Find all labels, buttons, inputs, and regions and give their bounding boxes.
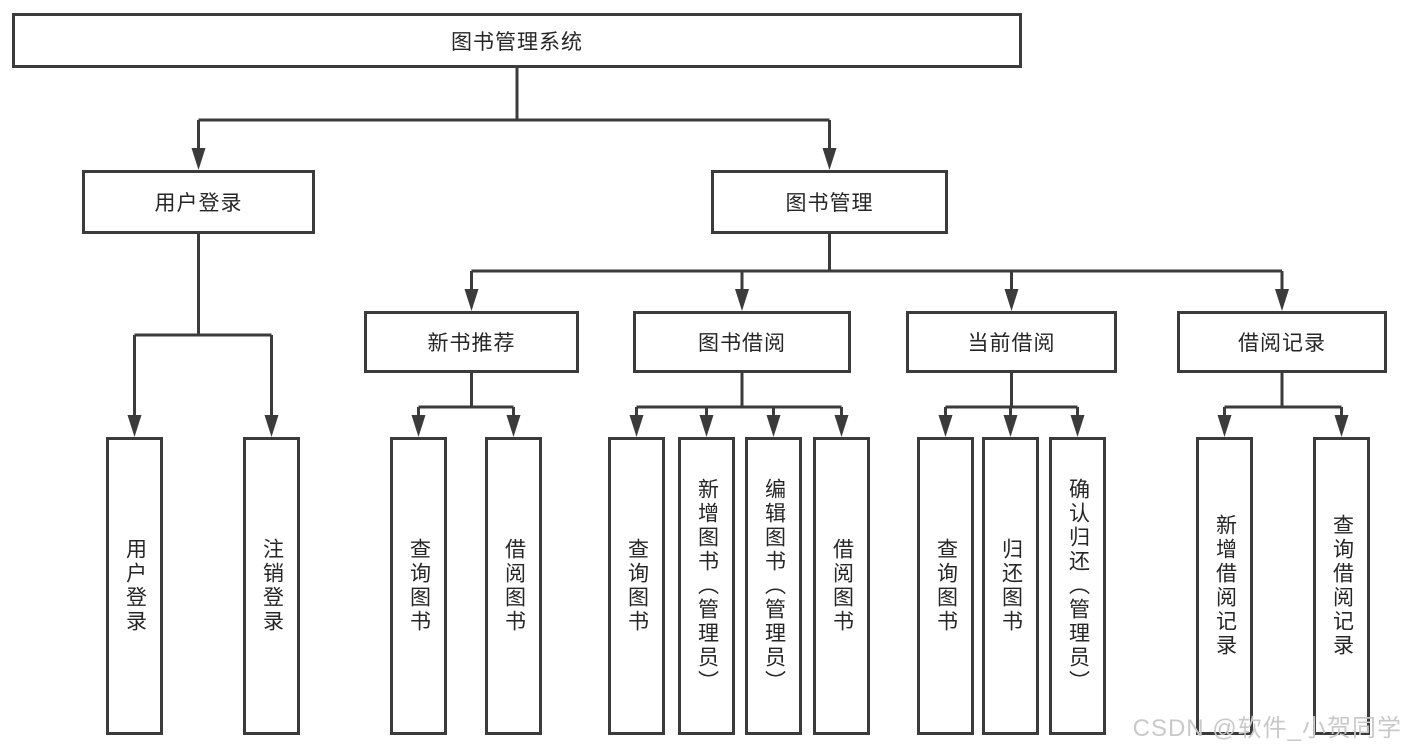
leaf-query-borrow-record: 查询借阅记录 bbox=[1313, 437, 1370, 735]
leaf-query-books-2: 查询图书 bbox=[608, 437, 665, 735]
leaf-user-login: 用户登录 bbox=[106, 437, 163, 735]
node-user-login: 用户登录 bbox=[82, 170, 315, 234]
leaf-query-books-3: 查询图书 bbox=[917, 437, 974, 735]
connector-trunk-lines bbox=[134, 68, 1342, 409]
leaf-return-book: 归还图书 bbox=[982, 437, 1039, 735]
leaf-add-borrow-record: 新增借阅记录 bbox=[1196, 437, 1253, 735]
node-borrow-records: 借阅记录 bbox=[1177, 311, 1387, 373]
node-current-borrowing: 当前借阅 bbox=[906, 311, 1117, 373]
connector-arrowheads bbox=[127, 120, 1349, 437]
leaf-logout: 注销登录 bbox=[243, 437, 300, 735]
node-book-borrowing: 图书借阅 bbox=[633, 311, 851, 373]
watermark: CSDN @软件_小贺同学 bbox=[1132, 715, 1402, 742]
leaf-confirm-return-admin: 确认归还（管理员） bbox=[1049, 437, 1106, 735]
node-book-management: 图书管理 bbox=[711, 170, 948, 234]
node-root: 图书管理系统 bbox=[12, 13, 1022, 68]
node-new-book-recommend: 新书推荐 bbox=[364, 311, 579, 373]
leaf-borrow-books-2: 借阅图书 bbox=[813, 437, 870, 735]
leaf-query-books-1: 查询图书 bbox=[390, 437, 447, 735]
leaf-borrow-books-1: 借阅图书 bbox=[485, 437, 542, 735]
leaf-add-book-admin: 新增图书（管理员） bbox=[678, 437, 735, 735]
leaf-edit-book-admin: 编辑图书（管理员） bbox=[745, 437, 802, 735]
